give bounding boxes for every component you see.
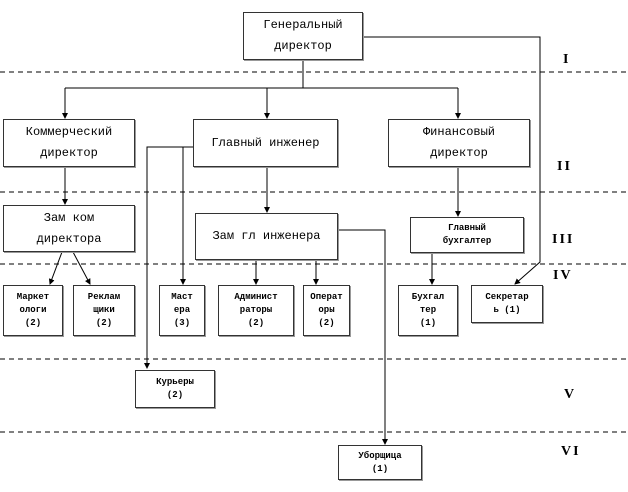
level-label-3: III — [552, 232, 575, 247]
box-ceo: Генеральный директор — [243, 12, 363, 60]
level-label-4: IV — [553, 268, 573, 283]
level-label-2: II — [557, 159, 572, 174]
box-masters: Маст ера (3) — [159, 285, 205, 336]
box-marketers: Маркет ологи (2) — [3, 285, 63, 336]
box-accountant: Бухгал тер (1) — [398, 285, 458, 336]
box-commercial-director: Коммерческий директор — [3, 119, 135, 167]
arrow-marketers — [48, 251, 63, 285]
box-deputy-commercial: Зам ком директора — [3, 205, 135, 252]
box-chief-accountant: Главный бухгалтер — [410, 217, 524, 253]
level-dividers — [0, 71, 628, 433]
box-operators: Операт оры (2) — [303, 285, 350, 336]
level-label-5: V — [564, 387, 577, 402]
box-secretary: Секретар ь (1) — [471, 285, 543, 323]
box-financial-director: Финансовый директор — [388, 119, 530, 167]
arrow-advertisers — [72, 251, 91, 285]
box-chief-engineer: Главный инженер — [193, 119, 338, 167]
box-advertisers: Реклам щики (2) — [73, 285, 135, 336]
box-deputy-engineer: Зам гл инженера — [195, 213, 338, 260]
box-administrators: Админист раторы (2) — [218, 285, 294, 336]
arrow-cleaner — [338, 229, 388, 445]
box-couriers: Курьеры (2) — [135, 370, 215, 408]
level-label-1: I — [563, 52, 571, 67]
level-label-6: VI — [561, 444, 581, 459]
arrow-secretary — [363, 36, 541, 285]
box-cleaner: Уборщица (1) — [338, 445, 422, 480]
arrow-couriers — [144, 146, 193, 369]
